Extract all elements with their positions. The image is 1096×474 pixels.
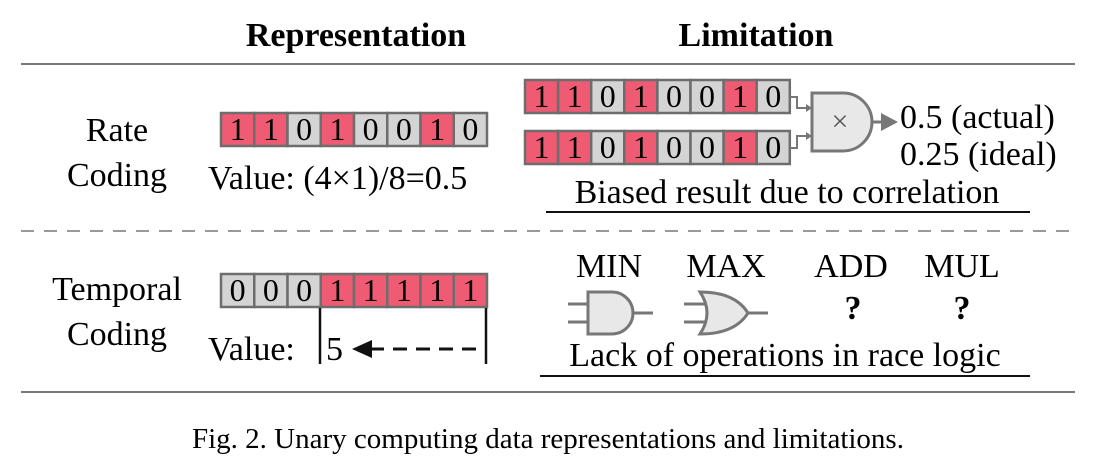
bit-value: 0 — [263, 272, 279, 308]
rate-value-text: Value: (4×1)/8=0.5 — [208, 160, 467, 197]
bit-value: 1 — [534, 78, 550, 114]
bit-value: 1 — [567, 78, 583, 114]
bit-value: 0 — [462, 111, 478, 147]
result-actual: 0.5 (actual) — [900, 99, 1055, 136]
bit-value: 1 — [329, 272, 345, 308]
bit-cell — [722, 129, 758, 166]
bit-value: 0 — [230, 272, 246, 308]
bit-cell — [523, 78, 560, 115]
multiply-symbol: × — [832, 105, 849, 138]
bit-value: 1 — [429, 111, 445, 147]
bit-value: 1 — [567, 129, 583, 165]
bit-cell — [689, 78, 725, 115]
bit-cell — [755, 78, 792, 115]
bit-value: 0 — [363, 111, 379, 147]
bit-cell — [419, 272, 455, 309]
bit-value: 0 — [666, 129, 682, 165]
rate-limitation-text: Biased result due to correlation — [575, 174, 1000, 211]
bit-value: 0 — [396, 111, 412, 147]
bit-cell — [556, 129, 593, 166]
bit-cell — [386, 111, 422, 148]
op-add-label: ADD — [814, 248, 888, 285]
bit-value: 1 — [363, 272, 379, 308]
input-b-wire — [790, 135, 812, 149]
temporal-value-prefix: Value: — [208, 331, 295, 368]
bit-cell — [452, 111, 489, 148]
bit-cell — [656, 78, 692, 115]
bit-value: 1 — [263, 111, 279, 147]
bit-value: 0 — [699, 129, 715, 165]
input-a-arrowhead — [806, 104, 812, 112]
bit-cell — [722, 78, 758, 115]
bit-cell — [286, 272, 322, 309]
bit-value: 1 — [732, 129, 748, 165]
bit-value: 0 — [666, 78, 682, 114]
bit-cell — [523, 129, 560, 166]
gate-output-arrowhead — [881, 113, 898, 131]
bit-cell — [589, 78, 626, 115]
figure-caption: Fig. 2. Unary computing data representat… — [192, 423, 904, 455]
result-ideal: 0.25 (ideal) — [900, 136, 1057, 173]
bit-cell — [656, 129, 692, 166]
bit-value: 0 — [765, 78, 781, 114]
bit-value: 1 — [396, 272, 412, 308]
bit-cell — [219, 111, 256, 148]
bit-value: 0 — [296, 111, 312, 147]
temporal-limitation-text: Lack of operations in race logic — [569, 337, 1000, 374]
bit-value: 1 — [732, 78, 748, 114]
bit-cell — [419, 111, 455, 148]
multiply-gate — [810, 91, 874, 153]
bit-cell — [452, 272, 489, 309]
bit-value: 1 — [230, 111, 246, 147]
op-max-label: MAX — [686, 248, 765, 285]
bit-cell — [689, 129, 725, 166]
bit-value: 1 — [633, 78, 649, 114]
and-gate-icon — [568, 290, 653, 336]
temporal-label-line2: Coding — [67, 316, 167, 353]
bit-value: 1 — [534, 129, 550, 165]
add-unknown-mark: ? — [845, 290, 862, 327]
bit-cell — [352, 272, 389, 309]
bit-value: 0 — [699, 78, 715, 114]
bit-cell — [253, 272, 289, 309]
mul-unknown-mark: ? — [954, 290, 971, 327]
op-mul-label: MUL — [924, 248, 1000, 285]
bit-value: 1 — [462, 272, 478, 308]
or-gate-icon — [684, 290, 768, 336]
bit-value: 1 — [429, 272, 445, 308]
header-representation: Representation — [246, 17, 466, 54]
temporal-arrowhead — [352, 340, 372, 358]
rate-label-line2: Coding — [67, 157, 167, 194]
input-b-arrowhead — [806, 132, 812, 140]
bit-value: 1 — [329, 111, 345, 147]
op-min-label: MIN — [576, 248, 642, 285]
bit-cell — [589, 129, 626, 166]
bit-value: 1 — [633, 129, 649, 165]
bit-value: 0 — [765, 129, 781, 165]
header-limitation: Limitation — [679, 17, 834, 54]
bit-cell — [755, 129, 792, 166]
bit-value: 0 — [600, 129, 616, 165]
bit-cell — [386, 272, 422, 309]
bit-value: 0 — [296, 272, 312, 308]
input-a-wire — [790, 96, 812, 109]
rate-label-line1: Rate — [86, 112, 148, 149]
bit-cell — [286, 111, 322, 148]
bit-value: 0 — [600, 78, 616, 114]
temporal-value-number: 5 — [326, 331, 343, 368]
temporal-label-line1: Temporal — [52, 271, 182, 308]
